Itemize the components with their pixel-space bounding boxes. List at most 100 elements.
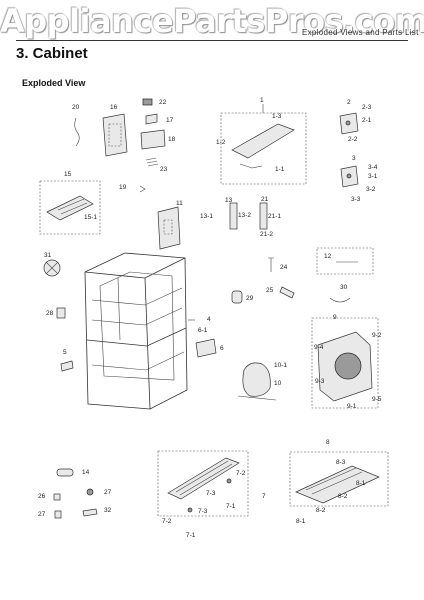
callout-25: 25 xyxy=(266,287,274,294)
part-10-compressor xyxy=(242,362,271,397)
cabinet-right-edge xyxy=(144,277,151,410)
callout-26: 26 xyxy=(38,493,46,500)
callout-2: 2 xyxy=(347,99,351,106)
callout-3-2: 3-2 xyxy=(366,186,376,193)
part-9-fan xyxy=(334,352,362,380)
callout-1-3: 1-3 xyxy=(272,113,282,120)
callout-9-3: 9-3 xyxy=(315,378,325,385)
part-2-screw xyxy=(345,120,351,126)
callout-10-1: 10-1 xyxy=(274,362,288,369)
callout-8-1-a: 8-1 xyxy=(356,480,366,487)
callout-3-3: 3-3 xyxy=(351,196,361,203)
cabinet-outer xyxy=(84,252,188,410)
part-1-bracket xyxy=(231,123,295,159)
callout-7-3-a: 7-3 xyxy=(206,490,216,497)
callout-9-2: 9-2 xyxy=(372,332,382,339)
callout-8: 8 xyxy=(326,439,330,446)
callout-3: 3 xyxy=(352,155,356,162)
cabinet-inner-back xyxy=(99,271,175,381)
callout-3-1: 3-1 xyxy=(368,173,378,180)
callout-9: 9 xyxy=(333,314,337,321)
callout-24: 24 xyxy=(280,264,288,271)
part-7-rail xyxy=(167,457,240,500)
part-29-cylinder xyxy=(231,290,243,304)
callout-9-4: 9-4 xyxy=(314,344,324,351)
callout-9-5: 9-5 xyxy=(372,396,382,403)
part-1-1-wire xyxy=(239,163,263,169)
watermark-text: AppliancePartsPros.com xyxy=(0,2,424,40)
callout-31: 31 xyxy=(44,252,52,259)
group-9-box xyxy=(311,317,379,409)
callout-8-2-b: 8-2 xyxy=(316,507,326,514)
part-23-harness xyxy=(145,157,159,167)
group-15-box xyxy=(39,180,101,235)
group-8-box xyxy=(289,451,389,507)
callout-3-4: 3-4 xyxy=(368,164,378,171)
callout-8-2-a: 8-2 xyxy=(338,493,348,500)
part-25-pipe xyxy=(279,286,295,299)
part-26-cap xyxy=(53,493,61,501)
group-1-box xyxy=(220,112,307,185)
callout-29: 29 xyxy=(246,295,254,302)
cabinet-shelf-1 xyxy=(91,287,183,306)
callout-4: 4 xyxy=(207,316,211,323)
callout-13-2: 13-2 xyxy=(238,212,252,219)
part-15-panel xyxy=(46,195,94,221)
callout-13-1: 13-1 xyxy=(200,213,214,220)
callout-6: 6 xyxy=(220,345,224,352)
callout-23: 23 xyxy=(160,166,168,173)
section-title: 3. Cabinet xyxy=(16,45,88,62)
callout-14: 14 xyxy=(82,469,90,476)
callout-21-1: 21-1 xyxy=(268,213,282,220)
callout-22: 22 xyxy=(159,99,167,106)
part-10-base xyxy=(237,395,277,401)
part-24-screw xyxy=(268,257,274,272)
cabinet-shelf-3 xyxy=(91,351,185,371)
callout-21: 21 xyxy=(261,196,269,203)
part-18-pcb xyxy=(140,129,166,150)
cabinet-mullion xyxy=(117,277,121,341)
callout-6-1: 6-1 xyxy=(198,327,208,334)
part-5-connector xyxy=(60,360,74,372)
part-22-clip xyxy=(142,98,153,106)
callout-7: 7 xyxy=(262,493,266,500)
part-31-fan-blades xyxy=(45,261,59,275)
cabinet-top-edge xyxy=(84,257,186,279)
callout-2-2: 2-2 xyxy=(348,136,358,143)
callout-1-2: 1-2 xyxy=(216,139,226,146)
callout-1-1: 1-1 xyxy=(275,166,285,173)
part-8-plate xyxy=(295,465,380,504)
part-19-clip xyxy=(139,185,146,193)
callout-16: 16 xyxy=(110,104,118,111)
part-17-clip xyxy=(145,113,158,125)
part-32-clip xyxy=(82,508,98,517)
callout-21-2: 21-2 xyxy=(260,231,274,238)
callout-5: 5 xyxy=(63,349,67,356)
callout-13: 13 xyxy=(225,197,233,204)
callout-20: 20 xyxy=(72,104,80,111)
callout-2-1: 2-1 xyxy=(362,117,372,124)
callout-10: 10 xyxy=(274,380,282,387)
part-14-roller xyxy=(56,468,74,477)
part-30-wire xyxy=(329,297,351,303)
part-21-bracket xyxy=(259,202,268,230)
callout-7-2-a: 7-2 xyxy=(236,470,246,477)
callout-8-1-b: 8-1 xyxy=(296,518,306,525)
callout-7-3-b: 7-3 xyxy=(198,508,208,515)
callout-11: 11 xyxy=(176,200,183,207)
callout-1: 1 xyxy=(260,97,264,104)
part-15-slots xyxy=(57,198,88,215)
part-7-screw-2 xyxy=(226,478,232,484)
callout-19: 19 xyxy=(119,184,127,191)
part-27-cap xyxy=(54,510,62,519)
part-16-panel xyxy=(102,113,128,157)
part-16-vent xyxy=(108,123,122,147)
callout-15: 15 xyxy=(64,171,72,178)
part-11-slot xyxy=(163,219,173,235)
callout-27-b: 27 xyxy=(38,511,46,518)
group-12-box xyxy=(316,247,374,275)
callout-12: 12 xyxy=(324,253,332,260)
part-7-slots xyxy=(175,460,233,496)
part-6-bracket xyxy=(195,338,217,358)
